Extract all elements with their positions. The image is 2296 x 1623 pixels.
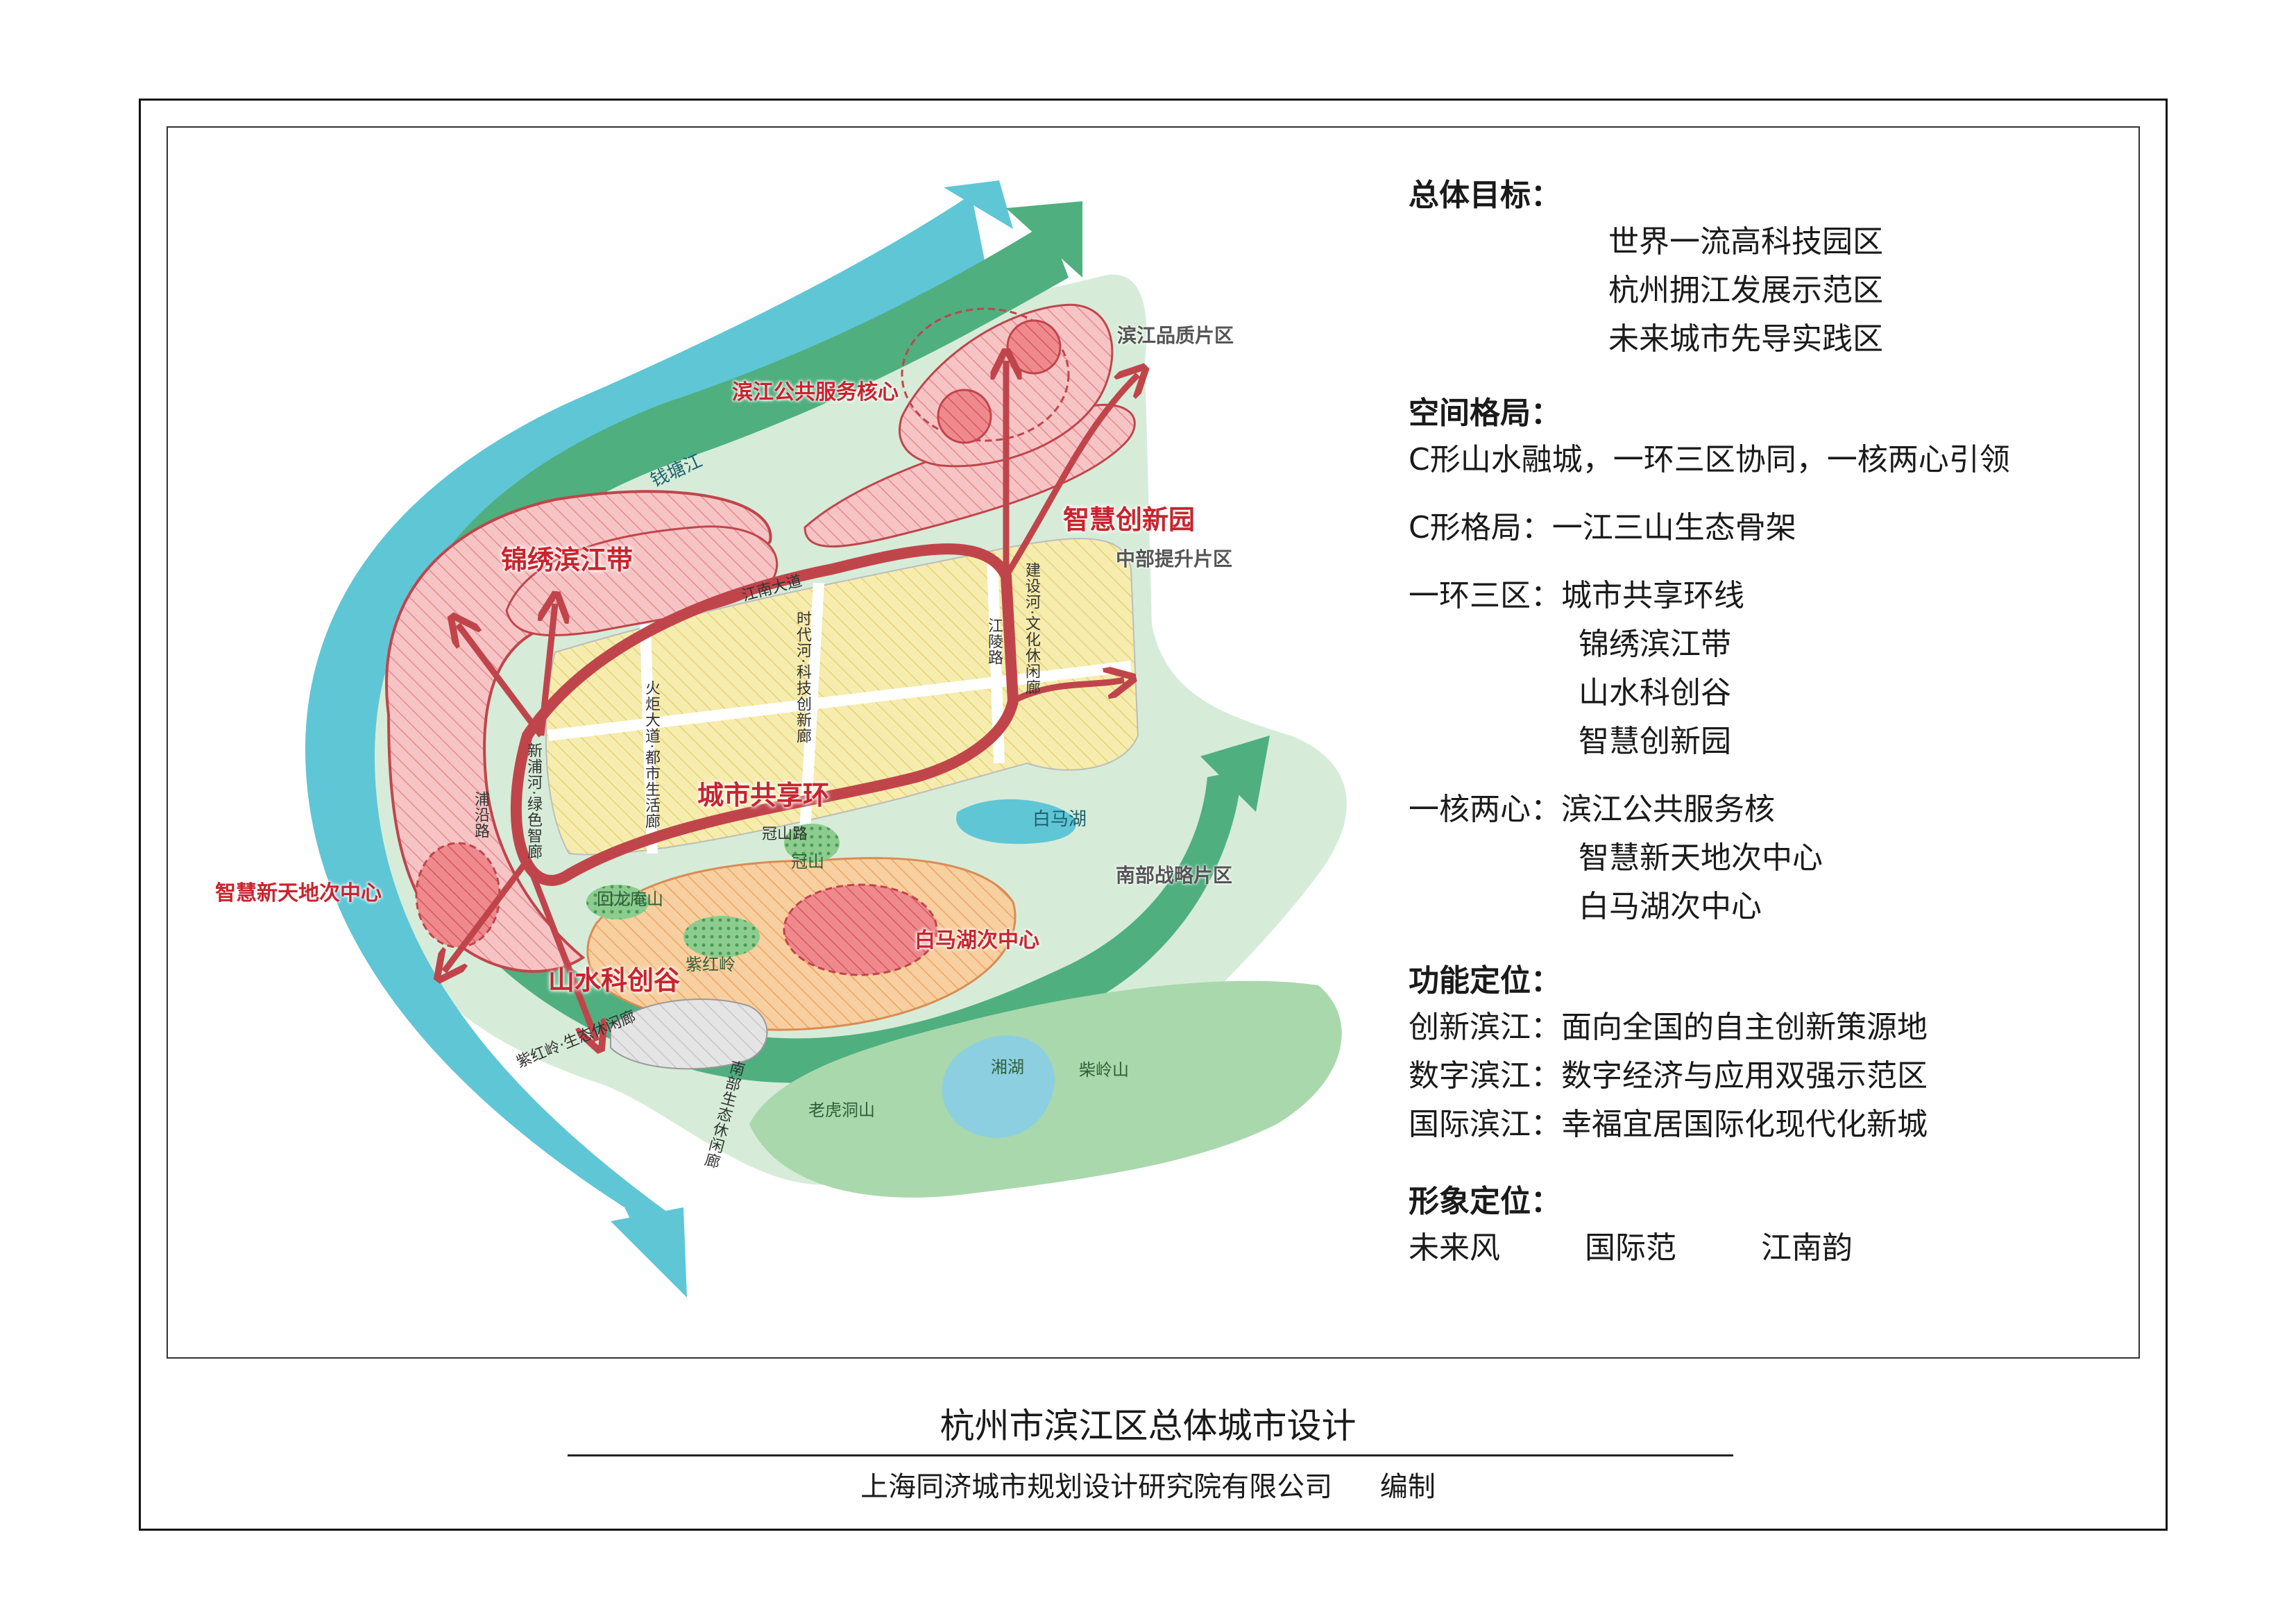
label-jiangling-road: 江陵路 bbox=[985, 618, 1003, 665]
label-smart-xintiandi-center: 智慧新天地次中心 bbox=[215, 881, 382, 906]
label-chailing-shan: 柴岭山 bbox=[1079, 1060, 1129, 1080]
label-south-strategic-region: 南部战略片区 bbox=[1116, 864, 1233, 887]
green-arc-head-top bbox=[1006, 201, 1082, 278]
footer-title: 杭州市滨江区总体城市设计 bbox=[939, 1406, 1357, 1446]
image-item: 未来风 bbox=[1409, 1230, 1500, 1266]
gray-zone bbox=[610, 999, 768, 1070]
label-jinxiu-belt: 锦绣滨江带 bbox=[501, 545, 633, 575]
ring-arrows bbox=[444, 361, 1138, 1041]
ring-item: 城市共享环线 bbox=[1561, 578, 1744, 613]
spatial-heading: 空间格局： bbox=[1409, 396, 1561, 431]
ring-label: 一环三区： bbox=[1409, 578, 1561, 613]
label-xianghu: 湘湖 bbox=[991, 1057, 1024, 1077]
goal-item: 世界一流高科技园区 bbox=[1608, 224, 1883, 260]
label-binjiang-quality-region: 滨江品质片区 bbox=[1117, 324, 1234, 347]
baima-lake bbox=[956, 799, 1077, 844]
label-guanshan: 冠山 bbox=[791, 852, 824, 872]
green-arc-head-right bbox=[1200, 736, 1270, 812]
image-heading: 形象定位： bbox=[1409, 1184, 1561, 1219]
function-heading: 功能定位： bbox=[1409, 963, 1561, 999]
outer-frame bbox=[139, 99, 2168, 1531]
function-item: 数字滨江：数字经济与应用双强示范区 bbox=[1409, 1058, 1928, 1094]
function-item: 创新滨江：面向全国的自主创新策源地 bbox=[1409, 1010, 1928, 1045]
c-pattern: C形格局：一江三山生态骨架 bbox=[1409, 510, 1796, 545]
ring-row: 一环三区： 城市共享环线 bbox=[1409, 572, 2116, 620]
spatial-summary: C形山水融城，一环三区协同，一核两心引领 bbox=[1409, 442, 2010, 477]
zihong-hill bbox=[683, 916, 760, 958]
label-shidai-river: 时代河·科技创新廊 bbox=[794, 611, 811, 744]
qiantang-river-band bbox=[305, 194, 985, 1263]
core-row: 一核两心： 滨江公共服务核 bbox=[1409, 785, 2116, 834]
green-c-arc bbox=[388, 222, 1242, 1083]
label-laohudong-shan: 老虎洞山 bbox=[808, 1101, 875, 1120]
image-item: 国际范 bbox=[1585, 1230, 1676, 1266]
footer-role: 编制 bbox=[1379, 1471, 1436, 1503]
label-city-ring: 城市共享环 bbox=[697, 780, 830, 810]
label-smart-park: 智慧创新园 bbox=[1063, 504, 1196, 535]
core-circle-left bbox=[937, 389, 992, 444]
internal-roads bbox=[547, 554, 1132, 854]
core-item: 滨江公共服务核 bbox=[1561, 792, 1775, 827]
qiantang-arrow-tail bbox=[611, 1207, 687, 1298]
baima-lake-core bbox=[783, 883, 938, 976]
label-baima-lake-center: 白马湖次中心 bbox=[915, 928, 1039, 953]
ring-item: 山水科创谷 bbox=[1579, 675, 1731, 711]
footer-rule bbox=[568, 1454, 1733, 1456]
function-item: 国际滨江：幸福宜居国际化现代化新城 bbox=[1409, 1107, 1928, 1142]
label-guanshan-road: 冠山路 bbox=[762, 826, 808, 843]
qiantang-arrow-head bbox=[944, 180, 1013, 229]
label-zihong-ling: 紫红岭 bbox=[686, 955, 735, 974]
label-puyan-road: 浦沿路 bbox=[472, 791, 489, 839]
label-xinpu-river: 新浦河·绿色智廊 bbox=[525, 742, 542, 860]
label-huilongan-shan: 回龙庵山 bbox=[597, 890, 663, 909]
label-shanshui-valley: 山水科创谷 bbox=[548, 965, 681, 996]
footer-subtitle: 上海同济城市规划设计研究院有限公司 编制 bbox=[0, 1464, 2296, 1504]
footer-publisher: 上海同济城市规划设计研究院有限公司 bbox=[860, 1471, 1333, 1503]
core-label: 一核两心： bbox=[1409, 792, 1561, 827]
label-binjiang-public-core: 滨江公共服务核心 bbox=[732, 380, 899, 405]
ring-item: 锦绣滨江带 bbox=[1579, 627, 1731, 662]
core-item: 智慧新天地次中心 bbox=[1579, 840, 1823, 876]
legend-panel: 总体目标： 世界一流高科技园区 杭州拥江发展示范区 未来城市先导实践区 空间格局… bbox=[1409, 173, 2116, 1273]
huilongan-hill bbox=[586, 885, 649, 919]
label-jianshe-river: 建设河·文化休闲廊 bbox=[1023, 562, 1040, 695]
inner-frame bbox=[167, 126, 2140, 1359]
label-baima-lake: 白马湖 bbox=[1032, 809, 1087, 830]
binjiang-core-ring bbox=[901, 307, 1070, 442]
city-ring-road bbox=[510, 543, 1019, 886]
ring-item: 智慧创新园 bbox=[1579, 724, 1731, 759]
xiang-lake bbox=[942, 1035, 1055, 1138]
core-circle-right bbox=[1006, 319, 1062, 375]
goal-item: 未来城市先导实践区 bbox=[1608, 321, 1883, 357]
image-row: 未来风 国际范 江南韵 bbox=[1409, 1224, 2116, 1273]
core-item: 白马湖次中心 bbox=[1579, 889, 1762, 924]
label-central-upgrade-region: 中部提升片区 bbox=[1116, 547, 1233, 570]
guanshan-hill bbox=[784, 824, 840, 863]
goal-heading: 总体目标： bbox=[1409, 178, 1561, 213]
image-item: 江南韵 bbox=[1761, 1230, 1853, 1266]
label-huoju-avenue: 火炬大道·都市生活廊 bbox=[643, 680, 660, 829]
goal-item: 杭州拥江发展示范区 bbox=[1608, 273, 1883, 308]
smart-xintiandi-core bbox=[415, 842, 501, 949]
